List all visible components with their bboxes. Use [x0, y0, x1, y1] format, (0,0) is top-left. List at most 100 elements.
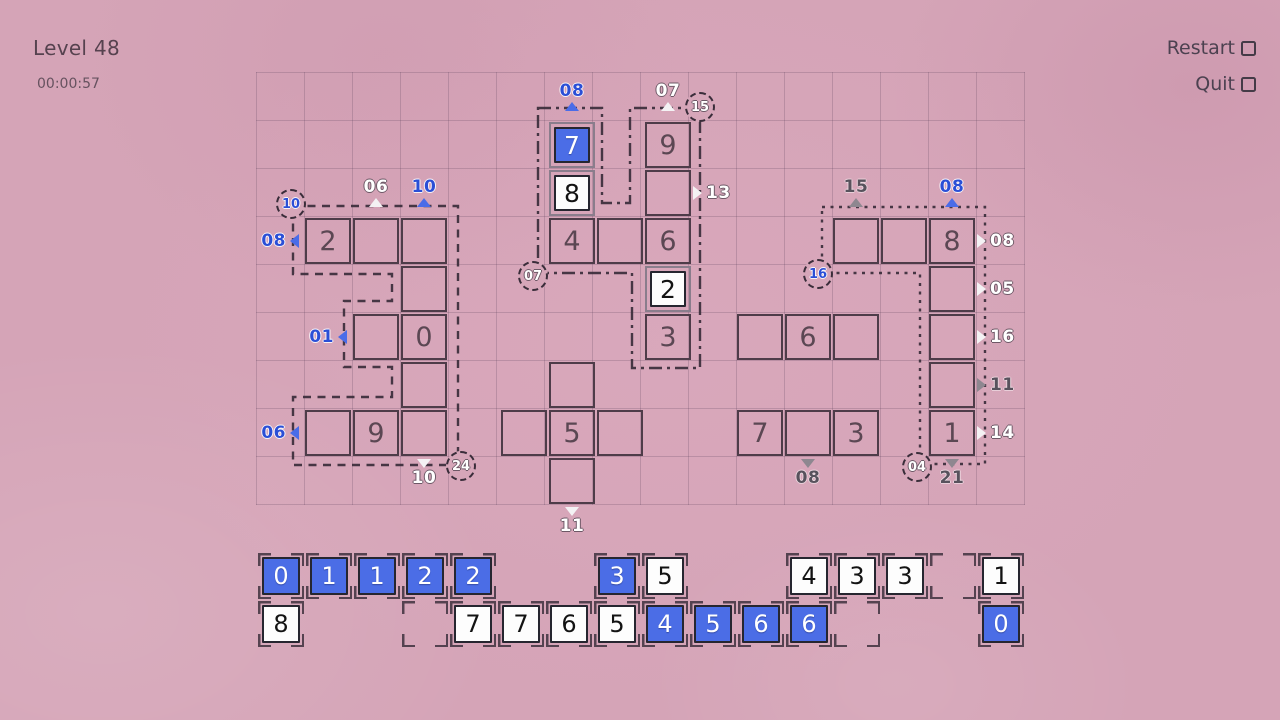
tray-slot[interactable]: 5	[642, 553, 688, 599]
clue-arrow-right-icon	[693, 186, 702, 200]
restart-button[interactable]: Restart	[1167, 37, 1256, 59]
board-cell[interactable]	[929, 314, 975, 360]
clue-value: 08	[261, 230, 286, 251]
board-cell[interactable]	[549, 458, 595, 504]
tray-number-tile[interactable]: 5	[646, 557, 684, 595]
placed-number-tile[interactable]: 2	[650, 271, 686, 307]
board-cell[interactable]	[597, 218, 643, 264]
tray-slot[interactable]: 8	[258, 601, 304, 647]
clue-value: 10	[411, 468, 437, 488]
quit-label: Quit	[1195, 73, 1235, 95]
cell-value: 0	[415, 321, 433, 353]
tray-number-tile[interactable]: 4	[646, 605, 684, 643]
sum-clue-up: 08	[922, 179, 982, 207]
sum-clue-left: 08	[235, 229, 299, 253]
clue-value: 08	[990, 230, 1015, 251]
tray-slot[interactable]: 2	[402, 553, 448, 599]
tray-slot[interactable]: 5	[690, 601, 736, 647]
tray-number-tile[interactable]: 3	[598, 557, 636, 595]
tray-number-tile[interactable]: 0	[262, 557, 300, 595]
tray-number-tile[interactable]: 3	[838, 557, 876, 595]
clue-arrow-up-icon	[661, 102, 675, 111]
board-cell[interactable]	[305, 410, 351, 456]
board-cell[interactable]	[929, 266, 975, 312]
board-cell[interactable]	[401, 362, 447, 408]
tray-slot[interactable]: 7	[450, 601, 496, 647]
tray-slot[interactable]: 1	[978, 553, 1024, 599]
clue-arrow-down-icon	[801, 459, 815, 468]
cell-value: 3	[847, 417, 865, 449]
tray-slot-empty[interactable]	[834, 601, 880, 647]
tray-slot[interactable]: 0	[978, 601, 1024, 647]
board-cell: 8	[929, 218, 975, 264]
region-sum-circle: 04	[902, 452, 932, 482]
tray-slot-empty[interactable]	[930, 553, 976, 599]
tray-number-tile[interactable]: 0	[982, 605, 1020, 643]
tray-number-tile[interactable]: 2	[454, 557, 492, 595]
board-cell[interactable]	[501, 410, 547, 456]
board-cell[interactable]: 7	[549, 122, 595, 168]
tray-slot[interactable]: 7	[498, 601, 544, 647]
tray-slot[interactable]: 6	[786, 601, 832, 647]
board-cell: 9	[353, 410, 399, 456]
tray-number-tile[interactable]: 4	[790, 557, 828, 595]
board-cell[interactable]	[549, 362, 595, 408]
tray-number-tile[interactable]: 7	[454, 605, 492, 643]
sum-clue-left: 01	[283, 325, 347, 349]
tray-number-tile[interactable]: 6	[742, 605, 780, 643]
tray-slot[interactable]: 4	[642, 601, 688, 647]
board-cell[interactable]: 8	[549, 170, 595, 216]
board-cell[interactable]	[401, 266, 447, 312]
tray-slot[interactable]: 3	[834, 553, 880, 599]
board-cell[interactable]	[881, 218, 927, 264]
sum-clue-right: 13	[693, 181, 731, 205]
tray-slot[interactable]: 2	[450, 553, 496, 599]
tray-slot[interactable]: 3	[882, 553, 928, 599]
tray-slot[interactable]: 6	[546, 601, 592, 647]
clue-arrow-right-icon	[977, 234, 986, 248]
board-cell[interactable]	[401, 410, 447, 456]
tray-slot[interactable]: 1	[354, 553, 400, 599]
tray-slot-empty[interactable]	[402, 601, 448, 647]
clue-value: 06	[363, 177, 389, 197]
region-sum-circle: 24	[446, 451, 476, 481]
clue-value: 10	[411, 177, 437, 197]
sum-clue-up: 06	[346, 179, 406, 207]
board-cell[interactable]: 2	[645, 266, 691, 312]
board-cell[interactable]	[833, 218, 879, 264]
cell-value: 9	[367, 417, 385, 449]
tray-number-tile[interactable]: 5	[694, 605, 732, 643]
board-cell[interactable]	[645, 170, 691, 216]
board-cell[interactable]	[785, 410, 831, 456]
board-cell[interactable]	[737, 314, 783, 360]
tray-number-tile[interactable]: 6	[790, 605, 828, 643]
tray-number-tile[interactable]: 8	[262, 605, 300, 643]
tray-number-tile[interactable]: 5	[598, 605, 636, 643]
quit-button[interactable]: Quit	[1195, 73, 1256, 95]
placed-number-tile[interactable]: 7	[554, 127, 590, 163]
tray-number-tile[interactable]: 1	[982, 557, 1020, 595]
tray-number-tile[interactable]: 1	[358, 557, 396, 595]
tray-slot[interactable]: 6	[738, 601, 784, 647]
board-cell[interactable]	[401, 218, 447, 264]
board-cell[interactable]	[353, 218, 399, 264]
clue-arrow-right-icon	[977, 330, 986, 344]
tray-slot[interactable]: 4	[786, 553, 832, 599]
clue-arrow-left-icon	[290, 426, 299, 440]
board-cell[interactable]	[597, 410, 643, 456]
board-cell: 1	[929, 410, 975, 456]
board-cell[interactable]	[833, 314, 879, 360]
board-cell[interactable]	[353, 314, 399, 360]
board-cell[interactable]	[929, 362, 975, 408]
tray-number-tile[interactable]: 1	[310, 557, 348, 595]
tray-slot[interactable]: 0	[258, 553, 304, 599]
tray-number-tile[interactable]: 3	[886, 557, 924, 595]
tray-slot[interactable]: 5	[594, 601, 640, 647]
cell-value: 6	[799, 321, 817, 353]
tray-number-tile[interactable]: 6	[550, 605, 588, 643]
tray-slot[interactable]: 3	[594, 553, 640, 599]
placed-number-tile[interactable]: 8	[554, 175, 590, 211]
tray-number-tile[interactable]: 2	[406, 557, 444, 595]
tray-number-tile[interactable]: 7	[502, 605, 540, 643]
tray-slot[interactable]: 1	[306, 553, 352, 599]
